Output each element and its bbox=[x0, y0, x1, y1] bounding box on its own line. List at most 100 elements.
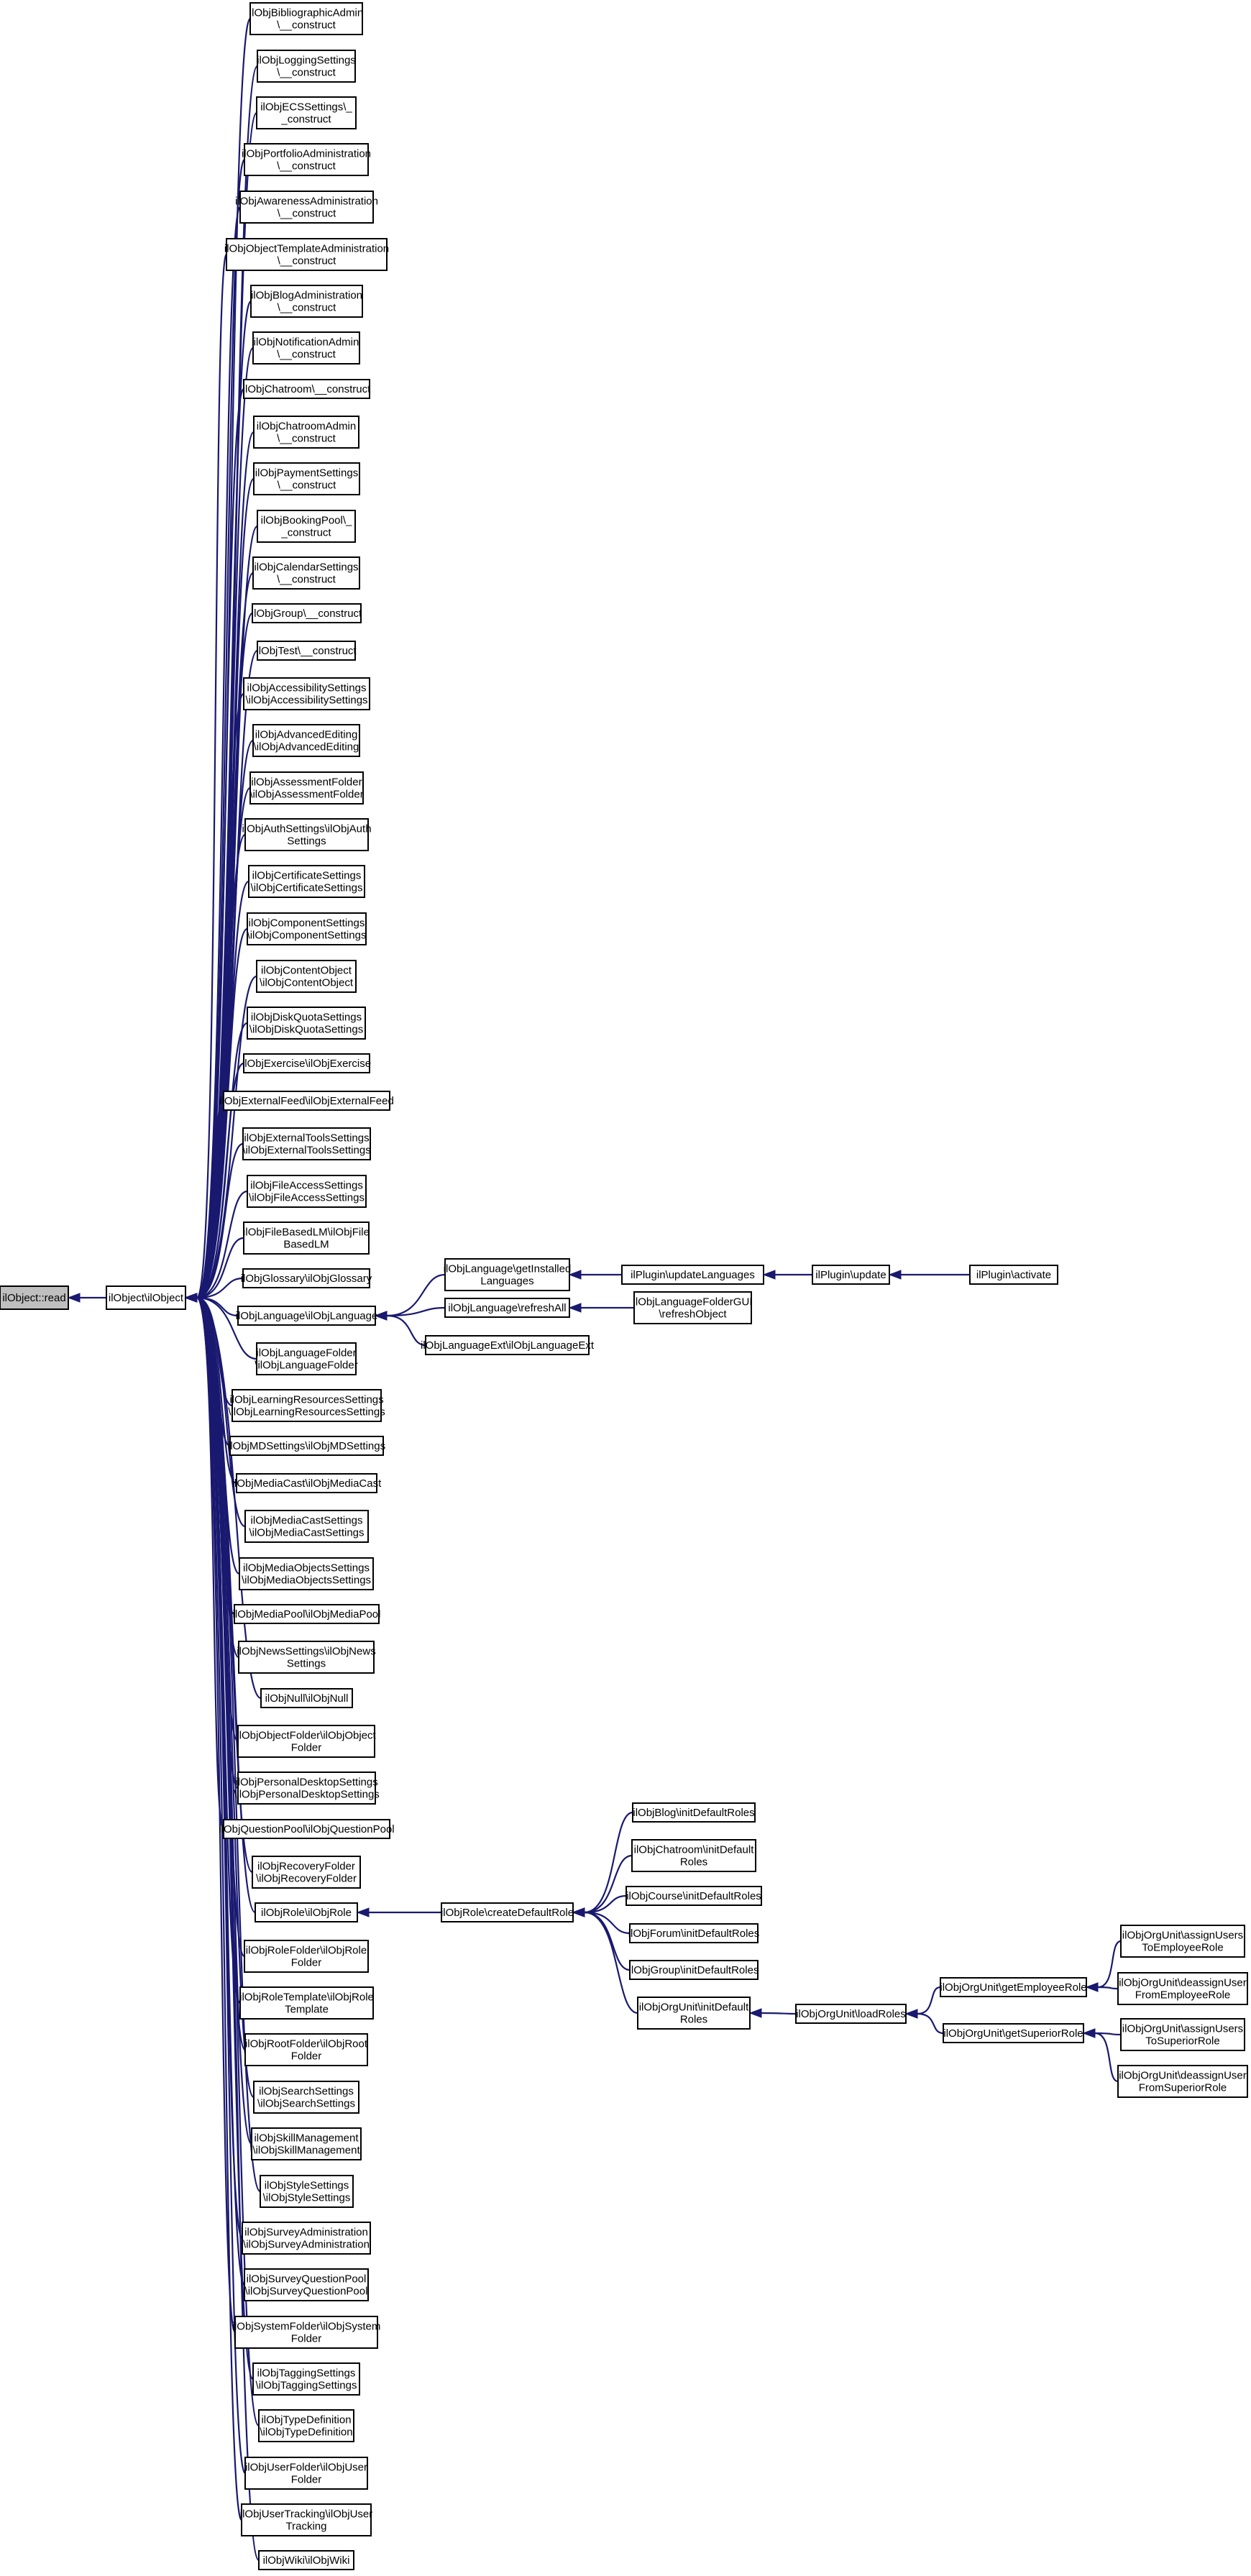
node-box bbox=[626, 1886, 762, 1906]
edge-arrowhead bbox=[762, 1270, 776, 1280]
node-c52[interactable]: ilObjSurveyQuestionPool\ilObjSurveyQuest… bbox=[244, 2268, 369, 2301]
node-c29[interactable]: ilObjGlossary\ilObjGlossary bbox=[241, 1268, 372, 1288]
edge-arrowhead bbox=[568, 1270, 582, 1280]
node-c41[interactable]: ilObjPersonalDesktopSettings\ilObjPerson… bbox=[234, 1771, 380, 1805]
node-c36[interactable]: ilObjMediaObjectsSettings\ilObjMediaObje… bbox=[239, 1557, 374, 1590]
node-c42[interactable]: ilObjQuestionPool\ilObjQuestionPool bbox=[219, 1819, 395, 1839]
node-c23[interactable]: ilObjDiskQuotaSettings\ilObjDiskQuotaSet… bbox=[247, 1007, 366, 1040]
node-blog_idr[interactable]: ilObjBlog\initDefaultRoles bbox=[632, 1802, 756, 1823]
node-plug_activate[interactable]: ilPlugin\activate bbox=[969, 1265, 1058, 1285]
node-c1[interactable]: ilObjBibliographicAdmin\__construct bbox=[249, 2, 363, 35]
node-c9[interactable]: ilObjChatroom\__construct bbox=[243, 379, 371, 399]
edge-line bbox=[196, 1296, 256, 1914]
edge-layer bbox=[67, 17, 1122, 2562]
node-c46[interactable]: ilObjRoleTemplate\ilObjRoleTemplate bbox=[239, 1986, 374, 2020]
node-orgu_getemp[interactable]: ilObjOrgUnit\getEmployeeRole bbox=[940, 1977, 1087, 1997]
node-orgu_load[interactable]: ilObjOrgUnit\loadRoles bbox=[795, 2004, 907, 2024]
node-c51[interactable]: ilObjSurveyAdministration\ilObjSurveyAdm… bbox=[242, 2222, 371, 2255]
node-c10[interactable]: ilObjChatroomAdmin\__construct bbox=[253, 416, 359, 449]
node-c12[interactable]: ilObjBookingPool\__construct bbox=[257, 510, 356, 543]
node-c43[interactable]: ilObjRecoveryFolder\ilObjRecoveryFolder bbox=[252, 1856, 361, 1889]
node-read[interactable]: ilObject::read bbox=[0, 1285, 69, 1310]
node-c49[interactable]: ilObjSkillManagement\ilObjSkillManagemen… bbox=[251, 2127, 362, 2160]
edge-line bbox=[196, 1142, 244, 1299]
node-c37[interactable]: ilObjMediaPool\ilObjMediaPool bbox=[233, 1604, 381, 1624]
node-ilobject[interactable]: ilObject\ilObject bbox=[106, 1285, 186, 1310]
node-c47[interactable]: ilObjRootFolder\ilObjRootFolder bbox=[244, 2033, 368, 2066]
node-c35[interactable]: ilObjMediaCastSettings\ilObjMediaCastSet… bbox=[244, 1510, 369, 1543]
node-c17[interactable]: ilObjAdvancedEditing\ilObjAdvancedEditin… bbox=[252, 724, 360, 757]
node-orgu_deass_emp[interactable]: ilObjOrgUnit\deassignUserFromEmployeeRol… bbox=[1117, 1972, 1248, 2005]
node-c32[interactable]: ilObjLearningResourcesSettings\ilObjLear… bbox=[228, 1389, 385, 1422]
node-c38[interactable]: ilObjNewsSettings\ilObjNewsSettings bbox=[237, 1641, 376, 1674]
node-c3[interactable]: ilObjECSSettings\__construct bbox=[256, 96, 357, 129]
node-c34[interactable]: ilObjMediaCast\ilObjMediaCast bbox=[232, 1473, 382, 1493]
node-label-line: ilObjLanguage\getInstalled bbox=[444, 1263, 572, 1275]
node-orgu_idr[interactable]: ilObjOrgUnit\initDefaultRoles bbox=[637, 1997, 751, 2030]
node-c57[interactable]: ilObjUserTracking\ilObjUserTracking bbox=[240, 2503, 372, 2536]
node-group_idr[interactable]: ilObjGroup\initDefaultRoles bbox=[629, 1960, 759, 1980]
node-lang_ext[interactable]: ilObjLanguageExt\ilObjLanguageExt bbox=[421, 1335, 595, 1355]
node-c19[interactable]: ilObjAuthSettings\ilObjAuthSettings bbox=[242, 818, 372, 851]
node-c18[interactable]: ilObjAssessmentFolder\ilObjAssessmentFol… bbox=[249, 771, 364, 805]
node-c24[interactable]: ilObjExercise\ilObjExercise bbox=[242, 1053, 371, 1073]
node-c33[interactable]: ilObjMDSettings\ilObjMDSettings bbox=[228, 1436, 385, 1456]
node-c54[interactable]: ilObjTaggingSettings\ilObjTaggingSetting… bbox=[252, 2362, 360, 2396]
node-c31[interactable]: ilObjLanguageFolder\ilObjLanguageFolder bbox=[255, 1342, 358, 1375]
node-c2[interactable]: ilObjLoggingSettings\__construct bbox=[257, 50, 356, 83]
node-c40[interactable]: ilObjObjectFolder\ilObjObjectFolder bbox=[237, 1725, 377, 1758]
node-orgu_deass_sup[interactable]: ilObjOrgUnit\deassignUserFromSuperiorRol… bbox=[1117, 2065, 1248, 2098]
node-c48[interactable]: ilObjSearchSettings\ilObjSearchSettings bbox=[253, 2081, 359, 2114]
node-c28[interactable]: ilObjFileBasedLM\ilObjFileBasedLM bbox=[243, 1221, 370, 1255]
node-c55[interactable]: ilObjTypeDefinition\ilObjTypeDefinition bbox=[258, 2409, 354, 2442]
node-c6[interactable]: ilObjObjectTemplateAdministration\__cons… bbox=[224, 238, 389, 271]
node-label-line: ilObjSurveyAdministration bbox=[244, 2227, 368, 2239]
node-langfolder_gui[interactable]: ilObjLanguageFolderGUI\refreshObject bbox=[633, 1291, 753, 1324]
node-course_idr[interactable]: ilObjCourse\initDefaultRoles bbox=[626, 1886, 762, 1906]
node-label-line: ilObjMediaObjectsSettings bbox=[243, 1562, 370, 1575]
node-c8[interactable]: ilObjNotificationAdmin\__construct bbox=[252, 331, 360, 365]
node-c56[interactable]: ilObjUserFolder\ilObjUserFolder bbox=[244, 2457, 368, 2490]
node-c14[interactable]: ilObjGroup\__construct bbox=[252, 603, 362, 623]
node-label-line: ilObjCertificateSettings bbox=[252, 870, 362, 882]
node-c26[interactable]: ilObjExternalToolsSettings\ilObjExternal… bbox=[242, 1127, 371, 1160]
node-c15[interactable]: ilObjTest\__construct bbox=[256, 641, 357, 661]
node-role_cdr[interactable]: ilObjRole\createDefaultRole bbox=[441, 1902, 574, 1922]
node-plug_updlang[interactable]: ilPlugin\updateLanguages bbox=[621, 1265, 764, 1285]
node-forum_idr[interactable]: ilObjForum\initDefaultRoles bbox=[628, 1923, 760, 1943]
node-c58[interactable]: ilObjWiki\ilObjWiki bbox=[258, 2550, 354, 2570]
edge-ilobject-to-read bbox=[67, 1293, 107, 1303]
node-c21[interactable]: ilObjComponentSettings\ilObjComponentSet… bbox=[247, 912, 367, 945]
node-c45[interactable]: ilObjRoleFolder\ilObjRoleFolder bbox=[244, 1940, 369, 1973]
node-label-line: ilObjLearningResourcesSettings bbox=[229, 1394, 383, 1406]
node-c50[interactable]: ilObjStyleSettings\ilObjStyleSettings bbox=[260, 2175, 354, 2208]
node-orgu_getsup[interactable]: ilObjOrgUnit\getSuperiorRole bbox=[943, 2023, 1084, 2043]
node-c44[interactable]: ilObjRole\ilObjRole bbox=[255, 1902, 358, 1922]
node-chat_idr[interactable]: ilObjChatroom\initDefaultRoles bbox=[631, 1839, 756, 1872]
node-box bbox=[425, 1335, 590, 1355]
node-c7[interactable]: ilObjBlogAdministration\__construct bbox=[250, 285, 363, 318]
node-plug_update[interactable]: ilPlugin\update bbox=[812, 1265, 890, 1285]
node-c30[interactable]: ilObjLanguage\ilObjLanguage bbox=[236, 1306, 378, 1326]
node-c11[interactable]: ilObjPaymentSettings\__construct bbox=[253, 462, 360, 495]
node-c27[interactable]: ilObjFileAccessSettings\ilObjFileAccessS… bbox=[247, 1175, 367, 1208]
node-label-line: \ilObjPersonalDesktopSettings bbox=[234, 1789, 380, 1801]
node-c4[interactable]: ilObjPortfolioAdministration\__construct bbox=[242, 143, 371, 176]
node-c20[interactable]: ilObjCertificateSettings\ilObjCertificat… bbox=[248, 865, 365, 898]
node-label-line: \ilObjContentObject bbox=[260, 977, 354, 989]
node-label-line: Tracking bbox=[286, 2521, 327, 2533]
node-label-line: ilObjUserFolder\ilObjUser bbox=[245, 2462, 367, 2474]
node-c53[interactable]: ilObjSystemFolder\ilObjSystemFolder bbox=[232, 2316, 381, 2349]
node-c16[interactable]: ilObjAccessibilitySettings\ilObjAccessib… bbox=[243, 677, 370, 710]
node-c5[interactable]: ilObjAwarenessAdministration\__construct bbox=[235, 191, 378, 224]
node-c25[interactable]: ilObjExternalFeed\ilObjExternalFeed bbox=[219, 1091, 394, 1111]
node-lang_refresh[interactable]: ilObjLanguage\refreshAll bbox=[444, 1298, 570, 1318]
node-c22[interactable]: ilObjContentObject\ilObjContentObject bbox=[256, 960, 357, 993]
node-c39[interactable]: ilObjNull\ilObjNull bbox=[260, 1688, 353, 1708]
node-c13[interactable]: ilObjCalendarSettings\__construct bbox=[252, 556, 360, 590]
node-box bbox=[629, 1923, 759, 1943]
node-label-line: ilObjAssessmentFolder bbox=[251, 776, 362, 789]
